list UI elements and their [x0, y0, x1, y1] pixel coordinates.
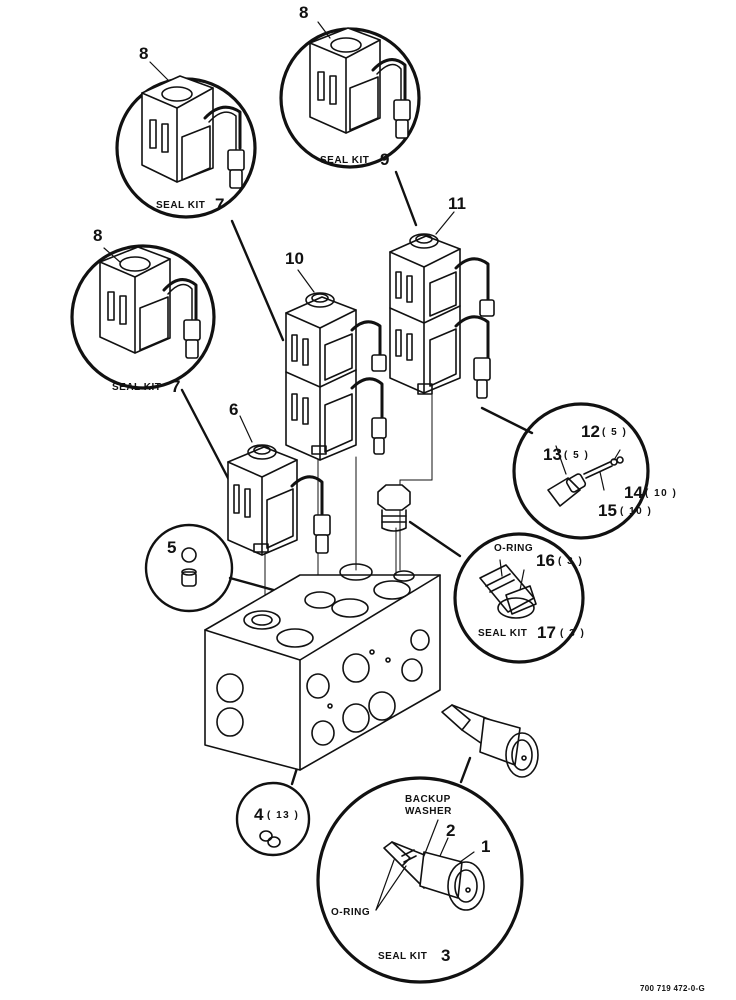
cartridge-valve-side	[441, 704, 539, 778]
callout-7-mid: 7	[171, 377, 181, 396]
check-ball-item-5	[181, 547, 197, 587]
seal-kit-3-title: SEAL KIT	[378, 951, 428, 962]
callout-16-qty: ( 3 )	[558, 556, 584, 567]
o-ring-label-lower: O-RING	[331, 907, 371, 918]
valve-10-double-solenoid	[285, 292, 387, 461]
detail-circle-item-5	[144, 523, 234, 613]
callout-6: 6	[229, 400, 239, 419]
detail-circle-seal-kit-17	[453, 532, 585, 664]
callout-2: 2	[446, 821, 456, 840]
callout-9: 9	[380, 150, 390, 169]
solenoid-coil-detail-9	[309, 27, 411, 139]
callout-14-qty: ( 10 )	[645, 488, 678, 499]
solenoid-coil-detail-7-top	[141, 75, 245, 189]
callout-13-qty: ( 5 )	[564, 450, 590, 461]
manifold-block	[204, 563, 441, 771]
callout-15: 15	[598, 501, 617, 520]
valve-6-single-solenoid	[227, 444, 331, 556]
seal-kit-7-mid-title: SEAL KIT	[112, 382, 162, 393]
callout-10: 10	[285, 249, 304, 268]
callout-4-qty: ( 13 )	[267, 810, 300, 821]
backup-washer-label-line2: WASHER	[405, 806, 452, 817]
callout-12-qty: ( 5 )	[602, 427, 628, 438]
callout-12: 12	[581, 422, 600, 441]
relief-valve-detail-16-17	[479, 564, 537, 619]
detail-circle-seal-kit-7-mid	[70, 244, 216, 390]
seal-kit-17-title: SEAL KIT	[478, 628, 528, 639]
callout-8-top-left: 8	[139, 44, 149, 63]
document-number: 700 719 472-0-G	[640, 984, 705, 993]
backup-washer-label-line1: BACKUP	[405, 794, 451, 805]
detail-circle-item-4	[235, 781, 311, 857]
seal-kit-7-top-title: SEAL KIT	[156, 200, 206, 211]
plug-item-4	[259, 830, 281, 848]
o-ring-label-upper: O-RING	[494, 543, 534, 554]
seal-kit-9-title: SEAL KIT	[320, 155, 370, 166]
callout-16: 16	[536, 551, 555, 570]
callout-15-qty: ( 10 )	[620, 506, 653, 517]
callout-8-top: 8	[299, 3, 309, 22]
callout-14: 14	[624, 483, 643, 502]
detail-circle-seal-kit-3	[316, 776, 524, 984]
relief-valve-cartridge	[377, 484, 411, 532]
callout-7-top: 7	[215, 195, 225, 214]
callout-13: 13	[543, 445, 562, 464]
solenoid-coil-detail-7-mid	[99, 246, 201, 359]
valve-11-double-solenoid	[389, 233, 495, 399]
callout-1: 1	[481, 837, 491, 856]
callout-8-mid: 8	[93, 226, 103, 245]
cartridge-valve-detail-1-3	[383, 841, 485, 911]
connector-items-12-15	[547, 456, 624, 507]
callout-pointers	[103, 21, 621, 911]
callout-17: 17	[537, 623, 556, 642]
callout-5: 5	[167, 538, 177, 557]
detail-circle-connector-kit	[512, 402, 650, 540]
callout-17-qty: ( 3 )	[560, 628, 586, 639]
callout-4: 4	[254, 805, 264, 824]
callout-11: 11	[448, 194, 466, 213]
callout-3: 3	[441, 946, 451, 965]
